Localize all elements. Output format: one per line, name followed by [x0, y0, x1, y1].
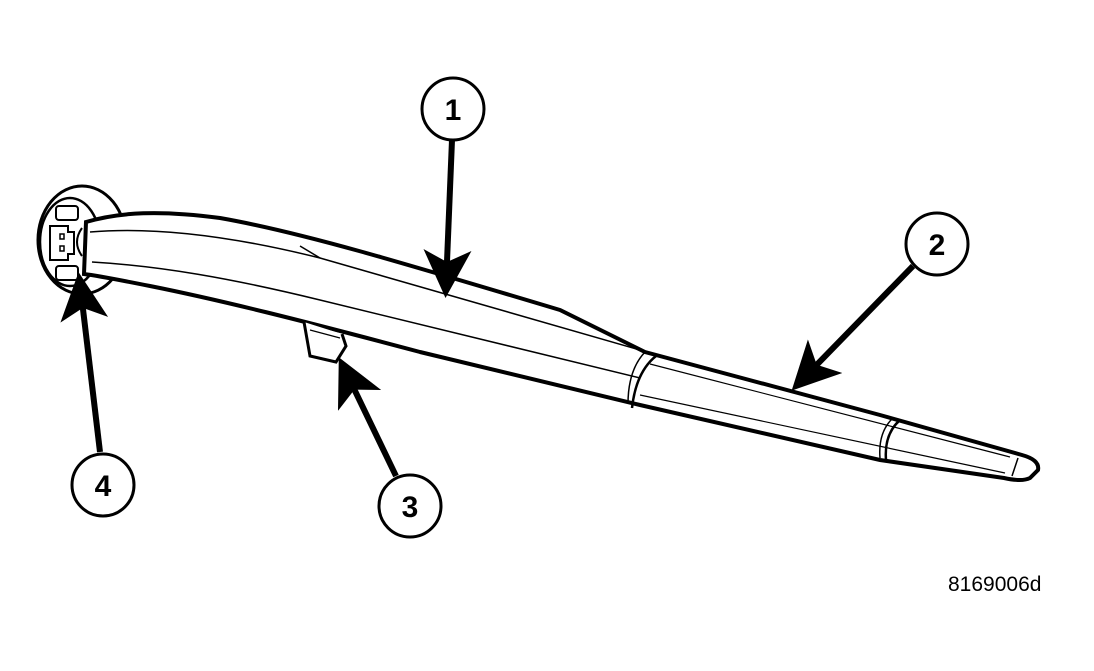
- arrow-1: [423, 139, 472, 298]
- arrow-4: [60, 272, 109, 453]
- wiper-arm-body: [81, 211, 1041, 482]
- callout-2-label: 2: [929, 229, 946, 262]
- callout-2: 2: [904, 211, 970, 277]
- callout-3-label: 3: [402, 491, 419, 524]
- arrow-3: [337, 357, 399, 478]
- figure-id-label: 8169006d: [948, 573, 1042, 596]
- callout-4-label: 4: [95, 470, 112, 503]
- callout-3: 3: [377, 473, 443, 539]
- callout-4: 4: [70, 452, 136, 518]
- callout-1-label: 1: [445, 94, 462, 127]
- arrow-2: [791, 263, 916, 391]
- callout-arrows: [60, 139, 916, 478]
- callout-1: 1: [420, 76, 486, 142]
